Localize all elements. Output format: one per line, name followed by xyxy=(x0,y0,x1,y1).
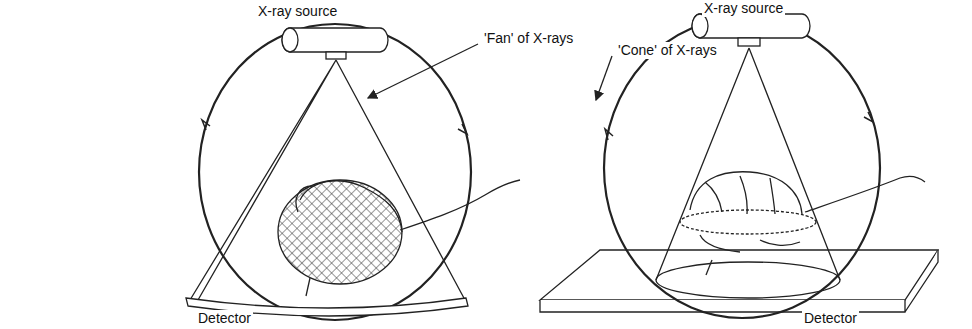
figure-label: 'Fan' of X-rays xyxy=(482,30,575,47)
figure-label: Detector xyxy=(196,310,253,327)
figure-label: Detector xyxy=(802,310,859,327)
fan-beam-figure xyxy=(186,24,520,320)
leader-arrow xyxy=(368,44,478,98)
leader-arrow xyxy=(596,56,612,100)
figure-label: X-ray source xyxy=(702,0,785,17)
cone-beam-figure xyxy=(540,14,938,318)
figure-label: 'Cone' of X-rays xyxy=(616,42,719,59)
figure-label: X-ray source xyxy=(256,3,339,20)
